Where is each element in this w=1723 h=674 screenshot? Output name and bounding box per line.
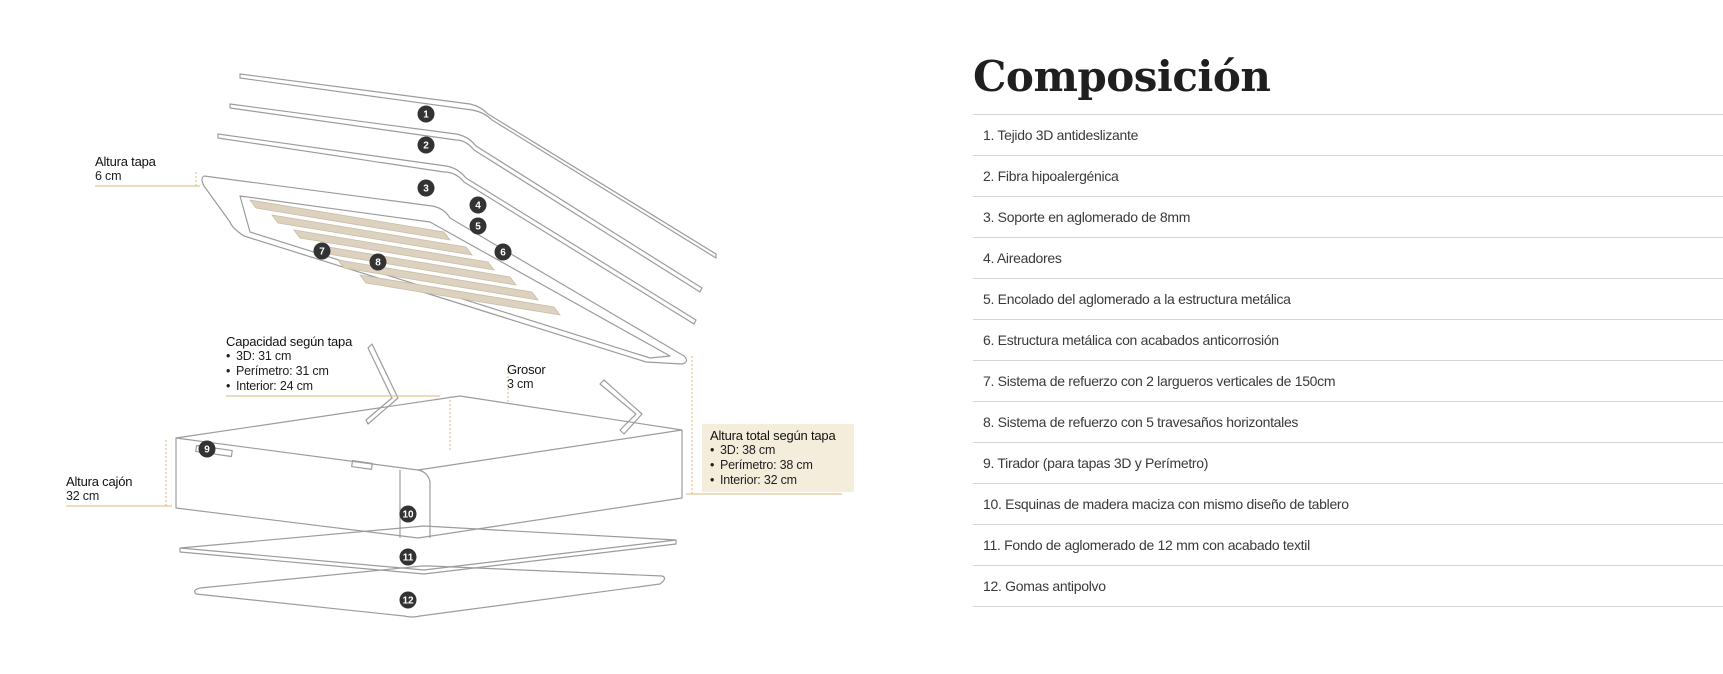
badge-number: 9 <box>204 445 210 456</box>
layer-fiber <box>229 103 703 293</box>
badge-number: 3 <box>423 184 429 195</box>
label-capacidad-item: Perímetro: 31 cm <box>226 364 352 379</box>
slat <box>359 274 561 316</box>
list-item: 8. Sistema de refuerzo con 5 travesaños … <box>973 402 1723 443</box>
dust-rubber <box>194 565 666 618</box>
badge-circle <box>494 243 512 261</box>
handle <box>351 460 373 470</box>
hinge-left <box>365 343 399 425</box>
badge-2: 2 <box>417 136 435 154</box>
badge-number: 2 <box>423 141 429 152</box>
badge-circle <box>469 217 487 235</box>
badge-circle <box>313 242 331 260</box>
slat <box>337 259 539 301</box>
label-grosor-value: 3 cm <box>507 377 534 391</box>
label-altura-total-title: Altura total según tapa <box>710 428 836 443</box>
list-item: 1. Tejido 3D antideslizante <box>973 115 1723 156</box>
composition-panel: Composición 1. Tejido 3D antideslizante … <box>973 52 1723 607</box>
label-altura-cajon-title: Altura cajón <box>66 474 133 489</box>
label-capacidad-item: Interior: 24 cm <box>226 379 352 394</box>
label-grosor: Grosor 3 cm <box>507 362 546 392</box>
label-altura-total-item: Perímetro: 38 cm <box>710 458 846 473</box>
hinge-right <box>599 379 643 435</box>
label-altura-total-item: Interior: 32 cm <box>710 473 846 488</box>
list-item: 12. Gomas antipolvo <box>973 566 1723 607</box>
badge-7: 7 <box>313 242 331 260</box>
label-altura-tapa-value: 6 cm <box>95 169 122 183</box>
layer-fabric <box>239 73 717 259</box>
label-altura-cajon-value: 32 cm <box>66 489 100 503</box>
list-item: 5. Encolado del aglomerado a la estructu… <box>973 279 1723 320</box>
badge-11: 11 <box>399 548 417 566</box>
label-altura-total: Altura total según tapa 3D: 38 cm Períme… <box>702 424 854 492</box>
component-list: 1. Tejido 3D antideslizante 2. Fibra hip… <box>973 114 1723 607</box>
badge-number: 12 <box>402 596 414 607</box>
list-item: 3. Soporte en aglomerado de 8mm <box>973 197 1723 238</box>
lid-frame <box>201 175 688 365</box>
badge-6: 6 <box>494 243 512 261</box>
label-capacidad-item: 3D: 31 cm <box>226 349 352 364</box>
layer-board <box>217 133 697 325</box>
page-title: Composición <box>973 52 1271 101</box>
label-altura-cajon: Altura cajón 32 cm <box>66 474 132 504</box>
list-item: 10. Esquinas de madera maciza con mismo … <box>973 484 1723 525</box>
badge-circle <box>399 591 417 609</box>
base-board <box>179 525 677 571</box>
list-item: 2. Fibra hipoalergénica <box>973 156 1723 197</box>
badge-12: 12 <box>399 591 417 609</box>
badge-number: 4 <box>475 201 481 212</box>
badge-circle <box>198 440 216 458</box>
badge-number: 1 <box>423 110 429 121</box>
badge-1: 1 <box>417 105 435 123</box>
badge-number: 11 <box>403 553 414 564</box>
label-capacidad-title: Capacidad según tapa <box>226 334 353 349</box>
box-body <box>175 395 683 539</box>
badge-circle <box>399 548 417 566</box>
label-altura-total-item: 3D: 38 cm <box>710 443 846 458</box>
badge-circle <box>417 136 435 154</box>
badge-3: 3 <box>417 179 435 197</box>
badge-circle <box>369 253 387 271</box>
slat <box>293 229 495 271</box>
label-altura-tapa: Altura tapa 6 cm <box>95 154 156 184</box>
list-item: 4. Aireadores <box>973 238 1723 279</box>
badge-circle <box>399 505 417 523</box>
list-item: 9. Tirador (para tapas 3D y Perímetro) <box>973 443 1723 484</box>
badge-number: 10 <box>402 510 414 521</box>
badge-5: 5 <box>469 217 487 235</box>
badge-number: 6 <box>500 248 506 259</box>
list-item: 11. Fondo de aglomerado de 12 mm con aca… <box>973 525 1723 566</box>
badge-8: 8 <box>369 253 387 271</box>
badge-10: 10 <box>399 505 417 523</box>
list-item: 7. Sistema de refuerzo con 2 largueros v… <box>973 361 1723 402</box>
label-capacidad: Capacidad según tapa 3D: 31 cm Perímetro… <box>226 334 352 394</box>
slat <box>249 199 451 241</box>
badge-circle <box>417 179 435 197</box>
badge-number: 7 <box>319 247 325 258</box>
label-altura-tapa-title: Altura tapa <box>95 154 156 169</box>
badge-circle <box>469 196 487 214</box>
slat <box>271 214 473 256</box>
badge-circle <box>417 105 435 123</box>
slats <box>249 199 561 316</box>
badge-9: 9 <box>198 440 216 458</box>
list-item: 6. Estructura metálica con acabados anti… <box>973 320 1723 361</box>
badge-4: 4 <box>469 196 487 214</box>
badge-number: 8 <box>375 258 381 269</box>
badge-number: 5 <box>475 222 481 233</box>
label-grosor-title: Grosor <box>507 362 546 377</box>
